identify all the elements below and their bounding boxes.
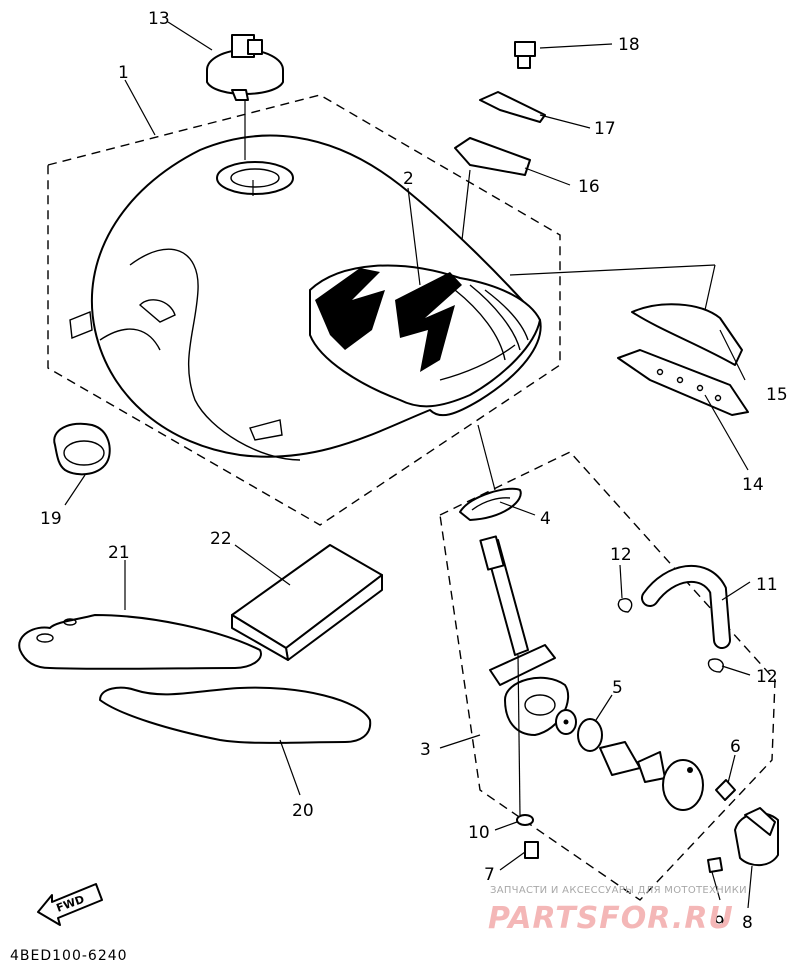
screw	[707, 857, 723, 873]
label-9: 9	[714, 913, 725, 933]
label-20: 20	[292, 801, 314, 821]
lever	[734, 807, 779, 867]
label-14: 14	[742, 475, 764, 495]
label-15: 15	[766, 385, 788, 405]
label-8: 8	[742, 913, 753, 933]
label-2: 2	[403, 169, 414, 189]
cover	[631, 303, 743, 366]
filter-screen	[599, 741, 666, 783]
grommet-ring	[53, 422, 111, 476]
part-number-labels: 1 2 3 4 5 6 7 8 9 10 11 12 12 13 14 15 1…	[40, 9, 788, 933]
label-21: 21	[108, 543, 130, 563]
label-18: 18	[618, 35, 640, 55]
fuel-hose-inner	[643, 566, 729, 647]
bolt	[514, 41, 536, 69]
label-10: 10	[468, 823, 490, 843]
label-22: 22	[210, 529, 232, 549]
watermark-caption: ЗАПЧАСТИ И АКСЕССУАРЫ ДЛЯ МОТОТЕХНИКИ	[490, 885, 747, 896]
label-6: 6	[730, 737, 741, 757]
label-1: 1	[118, 63, 129, 83]
label-17: 17	[594, 119, 616, 139]
label-4: 4	[540, 509, 551, 529]
screw	[715, 779, 736, 801]
side-cover	[617, 349, 749, 416]
bracket	[479, 91, 546, 123]
fuel-cock	[479, 535, 570, 736]
petcock-group-outline	[439, 451, 776, 901]
fuel-cap	[206, 34, 284, 101]
damper	[454, 137, 531, 176]
fuel-tank	[69, 134, 542, 461]
watermark-brand: PARTSFOR.RU	[488, 901, 734, 936]
label-3: 3	[420, 740, 431, 760]
seal	[555, 709, 577, 735]
label-5: 5	[612, 678, 623, 698]
diagram-code: 4BED100-6240	[10, 948, 128, 964]
hose-clip	[617, 598, 633, 613]
forward-arrow-icon: FWD	[37, 883, 103, 926]
label-7: 7	[484, 865, 495, 885]
o-ring	[577, 718, 603, 752]
tank-group-outline	[47, 94, 561, 526]
gasket	[459, 487, 522, 521]
protector-pad	[18, 614, 262, 670]
label-11: 11	[756, 575, 778, 595]
tank-pad	[231, 544, 383, 661]
leader-lines	[64, 21, 753, 909]
pad-hole	[36, 633, 54, 643]
label-19: 19	[40, 509, 62, 529]
protector-pad	[99, 686, 372, 744]
label-12b: 12	[756, 667, 778, 687]
label-16: 16	[578, 177, 600, 197]
pad-hole	[63, 618, 77, 626]
washer	[516, 814, 534, 826]
label-13: 13	[148, 9, 170, 29]
hose-clip	[707, 658, 724, 673]
lever-plate	[662, 759, 704, 811]
label-12a: 12	[610, 545, 632, 565]
screw	[524, 841, 539, 859]
